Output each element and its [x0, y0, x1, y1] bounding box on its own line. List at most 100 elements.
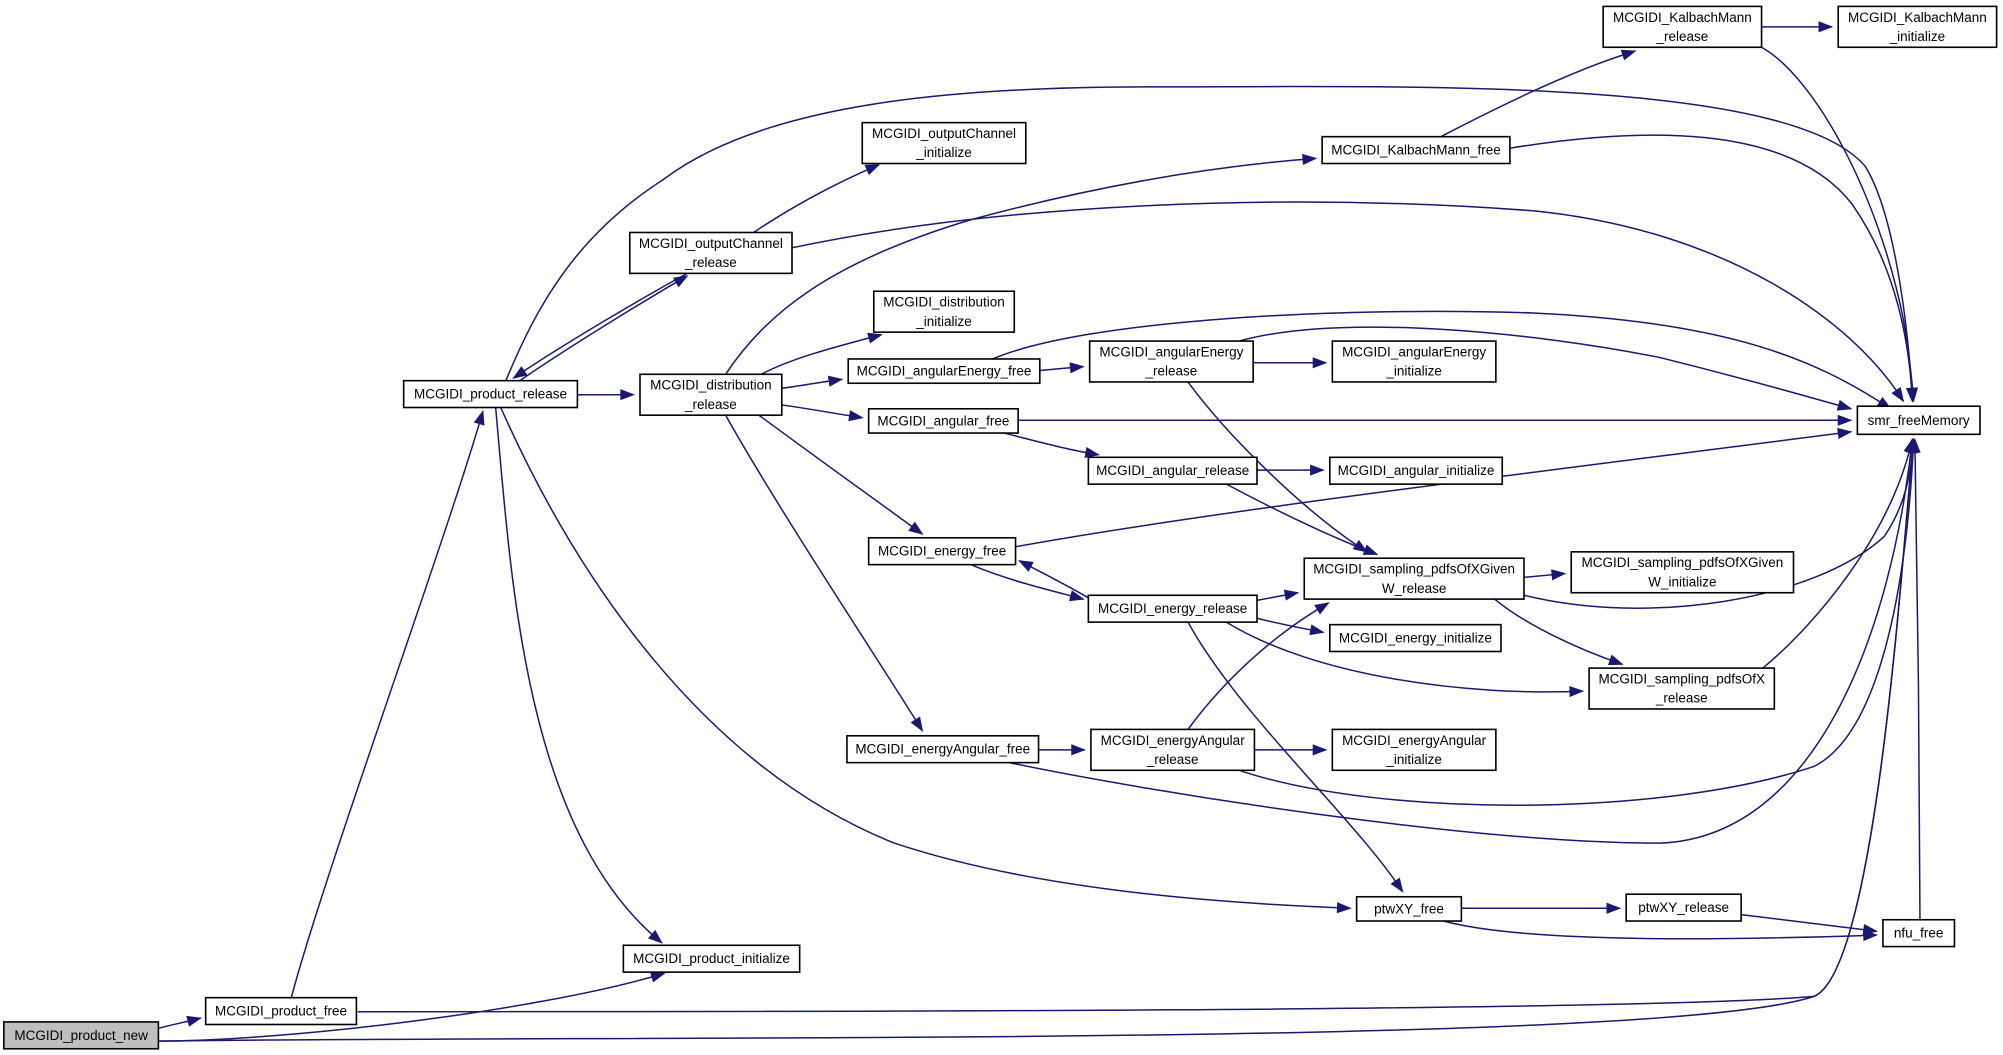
node-box [867, 407, 1019, 434]
edge-distribution_release-to-angular_free [781, 404, 864, 422]
edge-line [1003, 432, 1099, 456]
node-label: W_release [1382, 581, 1447, 596]
node-smr-freeMemory[interactable]: smr_freeMemory [1856, 405, 1981, 436]
node-angular-free[interactable]: MCGIDI_angular_free [867, 407, 1019, 434]
node-product-new[interactable]: MCGIDI_product_new [3, 1021, 160, 1050]
node-box [867, 536, 1017, 566]
edge-energy_release-to-ptwXY_free [1187, 621, 1404, 893]
edge-line [519, 275, 688, 382]
edge-line [513, 272, 688, 379]
edge-ptwXY_release-to-nfu_free [1741, 913, 1878, 936]
arrowhead-icon [620, 389, 636, 401]
arrowhead-icon [910, 716, 924, 732]
node-energyAngular-free[interactable]: MCGIDI_energyAngular_free [846, 734, 1040, 764]
arrowhead-icon [1069, 362, 1085, 374]
node-pdfsOfX-release[interactable]: MCGIDI_sampling_pdfsOfX_release [1588, 667, 1776, 710]
arrowhead-icon [1837, 427, 1853, 439]
node-KalbachMann-release[interactable]: MCGIDI_KalbachMann_release [1602, 5, 1763, 49]
node-energyAngular-initialize[interactable]: MCGIDI_energyAngular _initialize [1331, 728, 1497, 772]
edge-line [992, 310, 1892, 410]
node-box [1329, 623, 1502, 653]
node-label: _release [1655, 29, 1708, 44]
edge-line [1443, 920, 1877, 940]
arrowhead-icon [186, 1015, 202, 1027]
edge-angular_release-to-pdfsOfXGivenW_release [1225, 483, 1379, 556]
node-nfu-free[interactable]: nfu_free [1882, 918, 1956, 948]
edge-line [494, 407, 663, 944]
arrowhead-icon [512, 366, 528, 379]
edge-KalbachMann_free-to-KalbachMann_release [1440, 49, 1637, 138]
arrowhead-icon [1336, 902, 1352, 914]
node-energy-initialize[interactable]: MCGIDI_energy_initialize [1329, 623, 1502, 653]
node-angularEnergy-initialize[interactable]: MCGIDI_angularEnergy_initialize [1331, 340, 1497, 383]
arrowhead-icon [1310, 464, 1325, 476]
node-angular-initialize[interactable]: MCGIDI_angular_initialize [1329, 456, 1504, 485]
node-label: MCGIDI_distribution [883, 295, 1005, 310]
node-angular-release[interactable]: MCGIDI_angular_release [1087, 456, 1258, 485]
node-box [1087, 594, 1258, 623]
edge-distribution_release-to-KalbachMann_free [724, 153, 1318, 375]
edge-line [1238, 439, 1915, 807]
node-angularEnergy-release[interactable]: MCGIDI_angularEnergy_release [1088, 340, 1254, 383]
node-label: _release [1146, 752, 1199, 767]
arrowhead-icon [1312, 744, 1328, 756]
edge-line [1741, 913, 1877, 932]
edge-line [1238, 326, 1852, 410]
node-label: MCGIDI_product_free [215, 1004, 347, 1019]
node-label: MCGIDI_angular_free [877, 413, 1009, 428]
node-box [3, 1021, 160, 1050]
node-box [861, 121, 1027, 165]
edges-layer [158, 21, 1921, 1042]
arrowhead-icon [1906, 387, 1919, 403]
edge-line [1440, 50, 1636, 138]
node-energy-free[interactable]: MCGIDI_energy_free [867, 536, 1017, 566]
node-label: MCGIDI_KalbachMann_free [1331, 143, 1501, 158]
node-label: nfu_free [1894, 926, 1944, 941]
edge-outputChannel_release-to-smr_freeMemory [791, 201, 1905, 403]
node-box [204, 996, 358, 1026]
node-distribution-initialize[interactable]: MCGIDI_distribution_initialize [872, 290, 1016, 333]
edge-product_release-to-outputChannel_release [519, 275, 689, 382]
node-box [847, 358, 1041, 385]
node-outputChannel-release[interactable]: MCGIDI_outputChannel_release [628, 231, 793, 275]
node-label: _initialize [1385, 752, 1442, 767]
node-box [1588, 667, 1776, 710]
edge-product_free-to-product_release [290, 409, 485, 998]
edge-line [724, 157, 1316, 375]
node-ptwXY-free[interactable]: ptwXY_free [1355, 895, 1463, 922]
edge-angularEnergy_free-to-angularEnergy_release [1039, 362, 1085, 374]
node-KalbachMann-initialize[interactable]: MCGIDI_KalbachMann_initialize [1837, 5, 1998, 49]
node-product-free[interactable]: MCGIDI_product_free [204, 996, 358, 1026]
edge-angular_release-to-angular_initialize [1256, 464, 1325, 476]
node-energy-release[interactable]: MCGIDI_energy_release [1087, 594, 1258, 623]
node-box [846, 734, 1040, 764]
node-product-release[interactable]: MCGIDI_product_release [402, 379, 579, 409]
node-box [1331, 340, 1497, 383]
node-ptwXY-release[interactable]: ptwXY_release [1625, 893, 1742, 922]
arrowhead-icon [867, 332, 883, 344]
node-label: MCGIDI_energyAngular [1342, 733, 1487, 748]
node-angularEnergy-free[interactable]: MCGIDI_angularEnergy_free [847, 358, 1041, 385]
edge-product_free-to-smr_freeMemory [357, 438, 1918, 1013]
arrowhead-icon [1620, 49, 1637, 61]
node-energyAngular-release[interactable]: MCGIDI_energyAngular_release [1090, 728, 1256, 772]
edge-line [357, 439, 1915, 1013]
node-box [1856, 405, 1981, 436]
node-label: MCGIDI_angular_release [1096, 463, 1249, 478]
node-KalbachMann-free[interactable]: MCGIDI_KalbachMann_free [1321, 135, 1511, 165]
node-box [1570, 551, 1795, 594]
edge-line [500, 407, 1351, 909]
edge-energy_release-to-energy_free [1018, 560, 1089, 599]
edge-line [758, 414, 923, 535]
edge-line [1225, 621, 1583, 693]
node-distribution-release[interactable]: MCGIDI_distribution_release [639, 373, 783, 416]
edge-angular_free-to-angular_release [1003, 432, 1100, 458]
edge-line [791, 201, 1904, 402]
arrowhead-icon [1569, 685, 1585, 698]
edge-line [1523, 439, 1915, 609]
node-box [1882, 918, 1956, 948]
node-product-initialize[interactable]: MCGIDI_product_initialize [622, 944, 801, 973]
node-outputChannel-initialize[interactable]: MCGIDI_outputChannel_initialize [861, 121, 1027, 165]
